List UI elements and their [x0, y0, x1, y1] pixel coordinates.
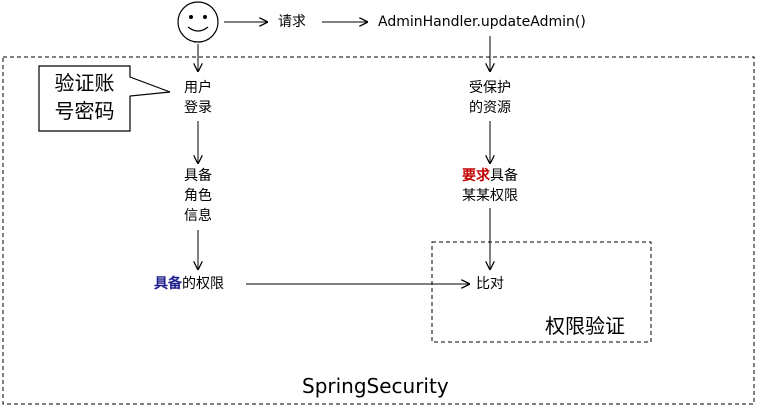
- callout-line-1: 验证账: [54, 71, 115, 95]
- role-info-node: 具备 角色 信息: [168, 166, 228, 226]
- role-info-line-1: 具备: [184, 168, 212, 184]
- role-info-line-3: 信息: [184, 208, 212, 224]
- smiley-face-icon: [177, 1, 219, 43]
- protected-resource-node: 受保护 的资源: [455, 78, 525, 118]
- has-permission-rest: 的权限: [182, 276, 224, 292]
- protected-resource-line-1: 受保护: [469, 80, 511, 96]
- require-rest: 具备: [490, 168, 518, 184]
- request-label: 请求: [278, 14, 306, 30]
- require-emph: 要求: [462, 168, 490, 184]
- protected-resource-line-2: 的资源: [469, 100, 511, 116]
- callout-line-2: 号密码: [54, 99, 115, 123]
- callout-text: 验证账 号密码: [39, 69, 130, 125]
- compare-node: 比对: [476, 276, 504, 292]
- permission-verify-box: [431, 241, 652, 343]
- user-login-line-1: 用户: [184, 80, 212, 96]
- callout-bubble: [38, 65, 171, 132]
- user-login-node: 用户 登录: [168, 78, 228, 118]
- require-permission-line-2: 某某权限: [462, 188, 518, 204]
- has-permission-node: 具备的权限: [154, 274, 224, 294]
- springsecurity-container: [2, 56, 755, 405]
- has-permission-emph: 具备: [154, 276, 182, 292]
- role-info-line-2: 角色: [184, 188, 212, 204]
- user-login-line-2: 登录: [184, 100, 212, 116]
- springsecurity-label: SpringSecurity: [302, 374, 449, 398]
- require-permission-node: 要求具备 某某权限: [445, 166, 535, 206]
- require-permission-line-1: 要求具备: [445, 166, 535, 186]
- permission-verify-label: 权限验证: [545, 314, 625, 338]
- handler-label: AdminHandler.updateAdmin(): [378, 14, 586, 30]
